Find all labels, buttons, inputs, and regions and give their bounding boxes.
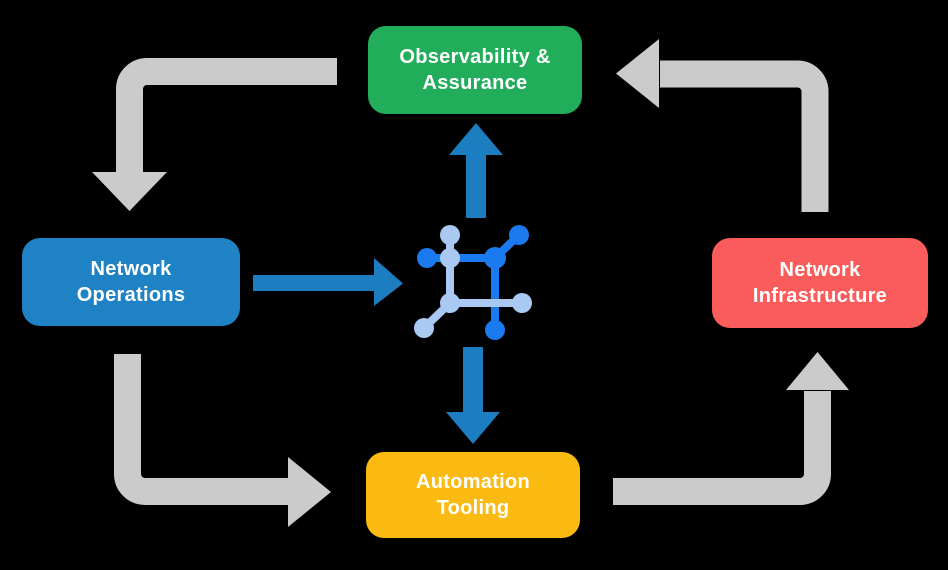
cycle-arrow-operations-to-automation (114, 354, 331, 527)
cycle-arrow-shaft (114, 354, 290, 505)
node-network-operations: Network Operations (22, 238, 240, 326)
node-label: Network Operations (76, 258, 186, 306)
network-mesh-icon (414, 225, 532, 340)
flow-arrow-operations-to-hub (253, 258, 403, 306)
icon-node-bottom (485, 320, 505, 340)
icon-node-top (440, 225, 460, 245)
cycle-arrow-infrastructure-to-observability (616, 39, 829, 212)
cycle-arrowhead-up (786, 352, 849, 390)
node-label: Observability & Assurance (399, 46, 551, 94)
flow-arrow-hub-to-automation (446, 347, 500, 444)
flow-arrow-hub-to-observability (449, 123, 503, 218)
cycle-arrow-shaft (660, 60, 829, 212)
cycle-arrow-shaft (613, 391, 831, 505)
icon-node-left (417, 248, 437, 268)
icon-node-right (512, 293, 532, 313)
cycle-arrow-observability-to-operations (92, 58, 337, 211)
cycle-arrowhead-down (92, 172, 167, 211)
node-label: Automation Tooling (415, 471, 531, 519)
icon-node-bottomleft (414, 318, 434, 338)
icon-node-topright (509, 225, 529, 245)
cycle-arrowhead-right (288, 457, 331, 527)
icon-corner-bottomleft (440, 293, 460, 313)
node-observability-assurance: Observability & Assurance (368, 26, 582, 114)
cycle-arrow-automation-to-infrastructure (613, 352, 849, 505)
icon-corner-topright (484, 247, 506, 269)
node-label: Network Infrastructure (752, 259, 888, 307)
icon-corner-topleft (440, 248, 460, 268)
node-automation-tooling: Automation Tooling (366, 452, 580, 538)
node-network-infrastructure: Network Infrastructure (712, 238, 928, 328)
cycle-arrowhead-left (616, 39, 659, 108)
cycle-arrow-shaft (116, 58, 337, 174)
